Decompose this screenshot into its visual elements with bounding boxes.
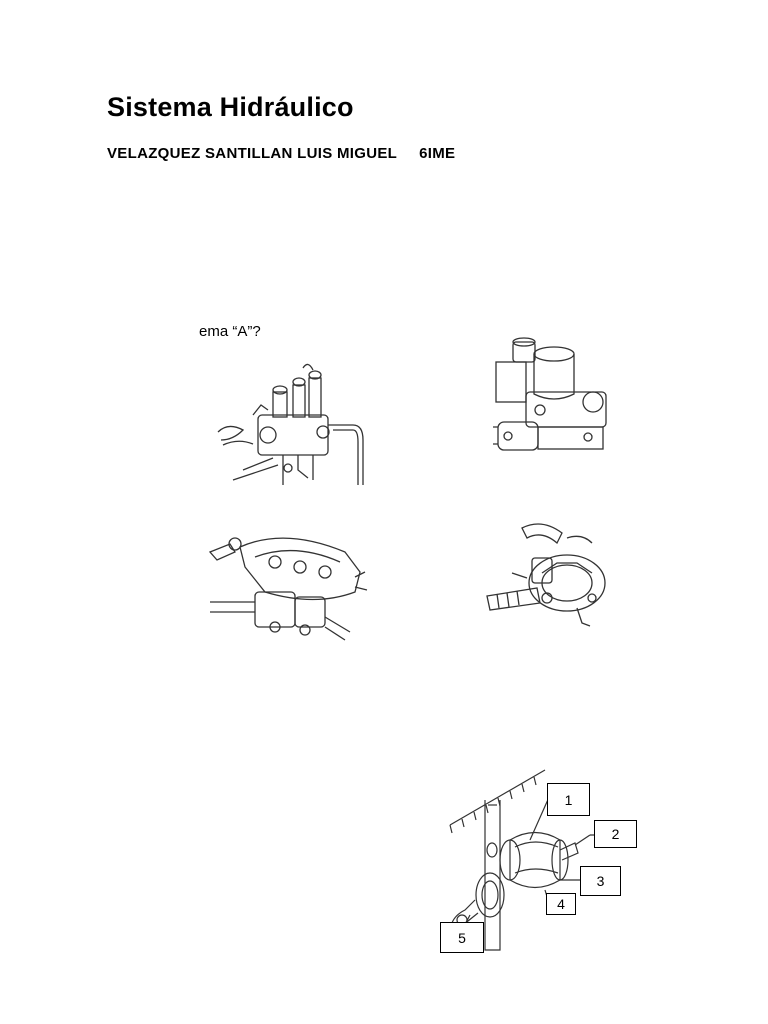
- valve-block-drawing: [493, 337, 607, 451]
- page-title: Sistema Hidráulico: [107, 92, 354, 122]
- solenoid-actuator-drawing: [449, 769, 598, 951]
- callout-2: 2: [594, 820, 637, 848]
- callout-5: 5: [440, 922, 484, 953]
- pump-assembly-drawing: [208, 537, 368, 641]
- question-fragment: ema “A”?: [199, 323, 261, 340]
- hydraulic-valve-drawing: [217, 363, 364, 485]
- steering-gear-drawing: [486, 523, 606, 627]
- callout-3: 3: [580, 866, 621, 896]
- callout-1: 1: [547, 783, 590, 816]
- author-line: VELAZQUEZ SANTILLAN LUIS MIGUEL 6IME: [107, 145, 455, 162]
- group-code: 6IME: [419, 145, 456, 162]
- callout-4: 4: [546, 893, 576, 915]
- author-name: VELAZQUEZ SANTILLAN LUIS MIGUEL: [107, 145, 398, 162]
